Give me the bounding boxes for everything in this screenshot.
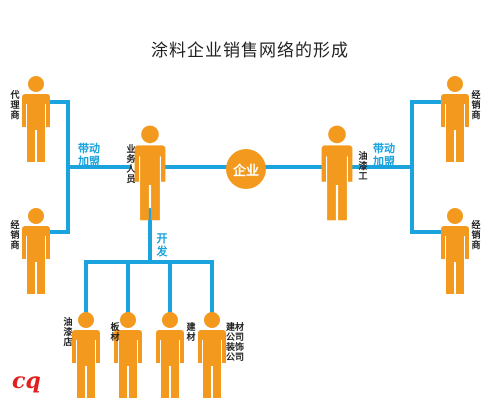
- label-dealer-left: 经销商: [10, 221, 20, 251]
- relation-develop: 开发: [156, 232, 168, 258]
- label-board: 板材: [110, 323, 120, 343]
- enterprise-node: 企业: [226, 149, 266, 189]
- label-dealer-right-top: 经销商: [471, 91, 481, 121]
- site-logo: cq: [12, 368, 41, 394]
- connection-lines: [48, 100, 442, 316]
- relation-right-line2: 加盟: [373, 155, 395, 168]
- label-agent: 代理商: [10, 91, 20, 121]
- person-icon-agent: [22, 76, 50, 162]
- label-paint-store: 油漆店: [63, 318, 73, 348]
- person-icon-paint-store: [72, 312, 100, 398]
- relation-right-line1: 带动: [373, 142, 395, 155]
- relation-left-line2: 加盟: [78, 155, 100, 168]
- person-icon-decoration: [198, 312, 226, 398]
- person-icon-painter: [321, 125, 353, 221]
- label-building: 建材: [186, 323, 196, 343]
- diagram-title: 涂料企业销售网络的形成: [151, 41, 349, 61]
- label-dealer-right-bottom: 经销商: [471, 221, 481, 251]
- label-decoration: 建材公司装饰公司: [225, 323, 244, 363]
- person-icon-dealer-right-top: [441, 76, 469, 162]
- relation-left: 带动 加盟: [78, 142, 100, 168]
- relation-left-line1: 带动: [78, 142, 100, 155]
- label-painter: 油漆工: [358, 152, 368, 182]
- label-salesperson: 业务人员: [126, 145, 136, 185]
- person-icon-salesperson: [134, 125, 166, 221]
- person-icon-building: [156, 312, 184, 398]
- relation-right: 带动 加盟: [373, 142, 395, 168]
- person-icon-dealer-left: [22, 208, 50, 294]
- person-icon-dealer-right-bottom: [441, 208, 469, 294]
